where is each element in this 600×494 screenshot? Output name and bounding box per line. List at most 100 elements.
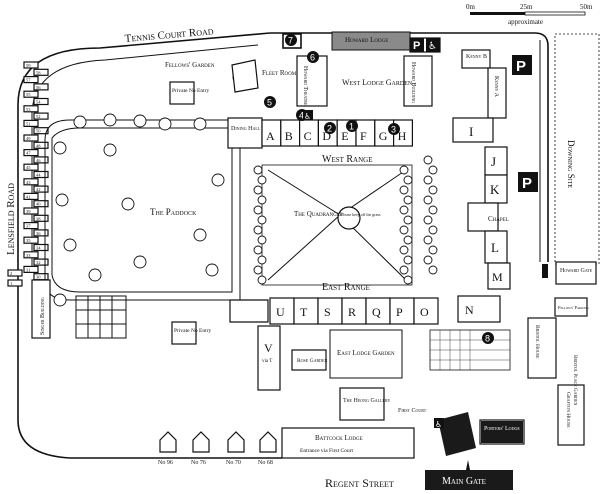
lensfield-house — [33, 243, 49, 252]
regent-house-number: No 96 — [158, 460, 173, 466]
howard-theatre — [296, 55, 328, 107]
rose-garden-label: Rose Garden — [297, 358, 327, 364]
lensfield-house-number: 50 — [36, 129, 41, 134]
scale-tick-25: 25m — [520, 3, 533, 11]
staircase-m — [487, 262, 511, 290]
tree — [428, 185, 438, 195]
lensfield-house — [7, 279, 23, 287]
marker-label-8: 8 — [485, 334, 490, 344]
paddock-inner-path — [51, 127, 233, 293]
staircase-label-s: S — [324, 305, 331, 319]
lensfield-house — [33, 97, 49, 106]
quadrangle-outline — [261, 164, 413, 286]
lensfield-house — [33, 141, 49, 149]
tree — [428, 165, 438, 175]
lensfield-house-number: 47 — [26, 151, 31, 156]
staircase-label-o: O — [420, 305, 429, 319]
area-fellows-garden: Fellows' Garden — [165, 61, 215, 69]
lensfield-house-number: 37 — [26, 224, 31, 229]
staircase-t — [293, 297, 319, 325]
lensfield-house-number: 52 — [36, 114, 41, 119]
lensfield-house-number: 36 — [36, 231, 41, 236]
lensfield-house — [33, 214, 49, 222]
tennis-courts — [75, 295, 127, 339]
lensfield-house — [23, 265, 39, 273]
svg-text:P: P — [522, 175, 532, 192]
lensfield-house-number: 42 — [36, 187, 41, 192]
lensfield-house — [23, 61, 39, 69]
lensfield-house-number: 46 — [36, 158, 41, 163]
tree — [399, 205, 409, 215]
marker-2[interactable] — [324, 122, 336, 134]
main-gate[interactable] — [425, 470, 513, 490]
porters-lodge-label: Porters' Lodge — [484, 426, 520, 432]
dining-hall — [227, 117, 263, 149]
private-sign-north — [169, 81, 195, 105]
marker-6[interactable] — [307, 51, 319, 63]
area-west-lodge-garden: West Lodge Garden — [342, 78, 413, 87]
tree — [211, 173, 225, 187]
road-regent: Regent Street — [325, 476, 394, 490]
marker-8[interactable] — [482, 332, 494, 344]
parking-icon-east[interactable]: P — [518, 172, 538, 192]
lensfield-house — [33, 83, 49, 91]
main-gate-label: Main Gate — [442, 476, 486, 487]
parking-icon-north[interactable]: P — [512, 55, 532, 75]
tree — [399, 165, 409, 175]
main-gate-path — [438, 412, 476, 456]
tree — [257, 195, 267, 205]
private-sign-south — [171, 321, 197, 345]
regent-house-number: No 76 — [191, 460, 206, 466]
lensfield-house-number: 54 — [36, 100, 41, 105]
tree — [121, 197, 135, 211]
staircase-label-b: B — [285, 129, 293, 143]
wheelchair-icon-west-range: ♿ — [303, 110, 313, 121]
marker-5[interactable] — [264, 96, 276, 108]
staircase-label-q: Q — [372, 305, 381, 319]
kenny-b-label: Kenny B — [466, 54, 487, 60]
marker-label-6: 6 — [310, 53, 315, 63]
staircase-label-f: F — [360, 129, 367, 143]
lensfield-house-number: 34 — [36, 246, 41, 251]
regent-house-number: No 68 — [258, 460, 273, 466]
lensfield-house — [33, 127, 49, 135]
wheelchair-icon: ♿ — [426, 38, 440, 52]
lensfield-house — [23, 163, 39, 171]
lensfield-house — [23, 75, 39, 84]
staircase-label-c: C — [304, 129, 312, 143]
tree — [257, 215, 267, 225]
svg-text:♿: ♿ — [428, 41, 437, 52]
lensfield-house-number: 30 — [36, 275, 41, 280]
howard-gate[interactable] — [555, 261, 597, 285]
heong-gallery[interactable] — [339, 387, 385, 421]
parking-icon[interactable]: P — [410, 38, 424, 52]
staircase-i — [452, 117, 494, 143]
tree — [193, 117, 207, 131]
tree — [63, 238, 77, 252]
regent-house — [227, 431, 245, 453]
tree — [257, 175, 267, 185]
scale-segment-light — [524, 11, 586, 16]
staircase-label-u: U — [276, 305, 285, 319]
svg-text:♿: ♿ — [304, 112, 311, 121]
lensfield-house-number: 44 — [36, 173, 41, 178]
lensfield-house-number: 49 — [26, 136, 31, 141]
lensfield-house-number: 53 — [26, 107, 31, 112]
marker-1[interactable] — [346, 120, 358, 132]
tree — [403, 255, 413, 265]
rose-garden — [291, 349, 327, 371]
porters-lodge-fill — [481, 421, 523, 443]
tree — [253, 225, 263, 235]
kenny-b — [461, 49, 491, 69]
west-range-label: West Range — [322, 154, 373, 165]
heong-gallery-label: The Heong Gallery — [343, 398, 390, 404]
lensfield-house-number: 31 — [26, 267, 31, 272]
staircase-o — [413, 297, 439, 325]
east-range-west-wing — [229, 299, 269, 323]
lensfield-house — [33, 185, 49, 193]
lensfield-house — [33, 200, 49, 208]
wheelchair-icon-east: ♿ — [434, 418, 444, 429]
fleet-room — [231, 59, 259, 93]
marker-7[interactable] — [285, 34, 297, 46]
marker-3[interactable] — [388, 123, 400, 135]
